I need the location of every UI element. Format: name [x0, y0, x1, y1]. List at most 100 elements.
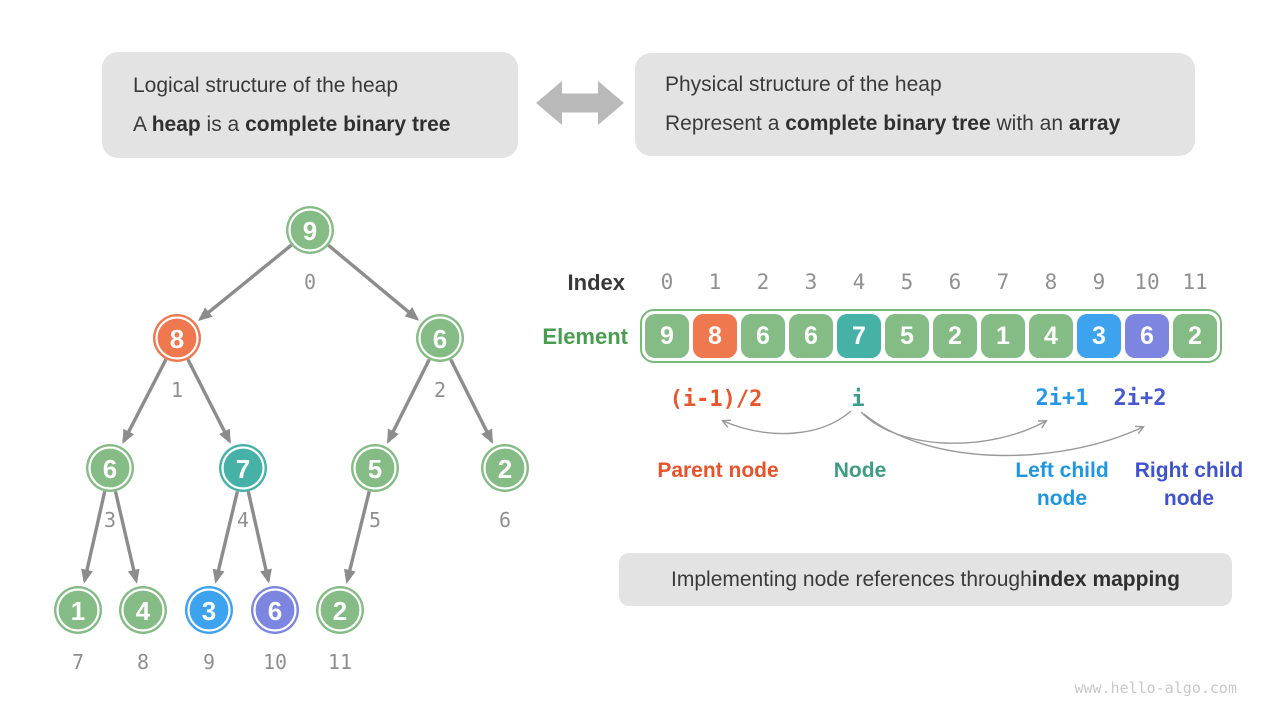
node-index-label: 3 — [104, 508, 116, 532]
tree-node-5: 55 — [351, 444, 399, 532]
text-segment: array — [1068, 112, 1121, 135]
array-index-10: 10 — [1134, 270, 1160, 294]
node-inner-ring — [155, 316, 199, 360]
tree-edge — [449, 358, 494, 444]
node-value: 6 — [103, 454, 117, 484]
array-index-3: 3 — [804, 270, 818, 294]
tree-node-0: 90 — [286, 206, 334, 294]
node-inner-ring — [88, 446, 132, 490]
node-inner-ring — [353, 446, 397, 490]
tree-edge — [246, 491, 272, 584]
tree-node-3: 63 — [86, 444, 134, 532]
node-circle — [119, 586, 167, 634]
tree-node-6: 26 — [481, 444, 529, 532]
tree-edge — [197, 243, 293, 321]
node-inner-ring — [221, 446, 265, 490]
text-segment: heap — [151, 112, 201, 136]
arrow-to-right-child-icon — [863, 413, 1145, 457]
tree-node-2: 62 — [416, 314, 464, 402]
array-cell-4: 7 — [837, 314, 881, 358]
array-index-4: 4 — [852, 270, 866, 294]
tree-node-10: 6 10 — [251, 586, 299, 674]
tree-node-1: 81 — [153, 314, 201, 402]
tree-edge — [186, 358, 231, 444]
text-segment: Implementing node references through — [671, 567, 1032, 591]
node-circle — [316, 586, 364, 634]
node-circle — [251, 586, 299, 634]
node-value: 7 — [236, 454, 250, 484]
node-label: Node — [833, 459, 887, 482]
watermark: www.hello-algo.com — [1074, 679, 1237, 697]
node-value: 6 — [268, 596, 282, 626]
right-child-label-line1: Right child — [1134, 459, 1244, 482]
array-cell-6: 2 — [933, 314, 977, 358]
array-cell-9: 3 — [1077, 314, 1121, 358]
node-index-label: 10 — [263, 650, 287, 674]
node-index-label: 8 — [137, 650, 149, 674]
tree-edge — [343, 490, 371, 584]
tree-edge — [81, 491, 107, 584]
node-value: 1 — [71, 596, 85, 626]
array-index-8: 8 — [1044, 270, 1058, 294]
array-cell-10: 6 — [1125, 314, 1169, 358]
text-segment: index mapping — [1031, 567, 1180, 591]
array-cell-11: 2 — [1173, 314, 1217, 358]
physical-structure-line1: Physical structure of the heap — [665, 73, 942, 96]
array-cell-2: 6 — [741, 314, 785, 358]
tree-edge — [122, 358, 168, 444]
node-value: 2 — [333, 596, 347, 626]
tree-node-8: 48 — [119, 586, 167, 674]
index-mapping-arrows — [721, 410, 1145, 457]
node-inner-ring — [483, 446, 527, 490]
index-row-label: Index — [567, 270, 625, 295]
double-arrow-icon — [536, 81, 624, 125]
right-child-index-formula: 2i+2 — [1113, 386, 1167, 411]
node-circle — [54, 586, 102, 634]
tree-edge — [386, 358, 431, 444]
array-cell-1: 8 — [693, 314, 737, 358]
array-index-7: 7 — [996, 270, 1010, 294]
array-cell-0: 9 — [645, 314, 689, 358]
node-index-label: 7 — [72, 650, 84, 674]
array-index-6: 6 — [948, 270, 962, 294]
node-circle — [481, 444, 529, 492]
node-inner-ring — [56, 588, 100, 632]
node-value: 2 — [498, 454, 512, 484]
right-child-node-label: Right child node — [1135, 457, 1244, 513]
parent-node-label: Parent node — [657, 459, 779, 482]
node-index-label: 9 — [203, 650, 215, 674]
node-index-label: 11 — [328, 650, 352, 674]
node-index-label: 2 — [434, 378, 446, 402]
node-inner-ring — [121, 588, 165, 632]
node-circle — [351, 444, 399, 492]
text-segment: A — [133, 112, 152, 136]
left-child-label-line2: node — [1036, 487, 1088, 510]
left-child-label-line1: Left child — [1015, 459, 1109, 482]
array-cell-8: 4 — [1029, 314, 1073, 358]
array-index-5: 5 — [900, 270, 914, 294]
node-value: 8 — [170, 324, 184, 354]
node-circle — [86, 444, 134, 492]
array-index-11: 11 — [1182, 270, 1208, 294]
node-value: 5 — [368, 454, 382, 484]
array-index-1: 1 — [708, 270, 722, 294]
node-circle — [286, 206, 334, 254]
tree-node-7: 17 — [54, 586, 102, 674]
tree-edge — [212, 490, 240, 584]
node-circle — [416, 314, 464, 362]
node-circle — [185, 586, 233, 634]
logical-structure-box: Logical structure of the heap A heap is … — [102, 52, 518, 158]
array-cell-7: 1 — [981, 314, 1025, 358]
tree-node-9: 39 — [185, 586, 233, 674]
node-value: 6 — [433, 324, 447, 354]
left-child-node-label: Left child node — [1015, 457, 1108, 513]
node-index-label: 6 — [499, 508, 511, 532]
tree-node-11: 2 11 — [316, 586, 364, 674]
node-index-label: 1 — [171, 378, 183, 402]
node-inner-ring — [187, 588, 231, 632]
array-cell-3: 6 — [789, 314, 833, 358]
index-mapping-caption-box: Implementing node references through ind… — [619, 553, 1232, 606]
